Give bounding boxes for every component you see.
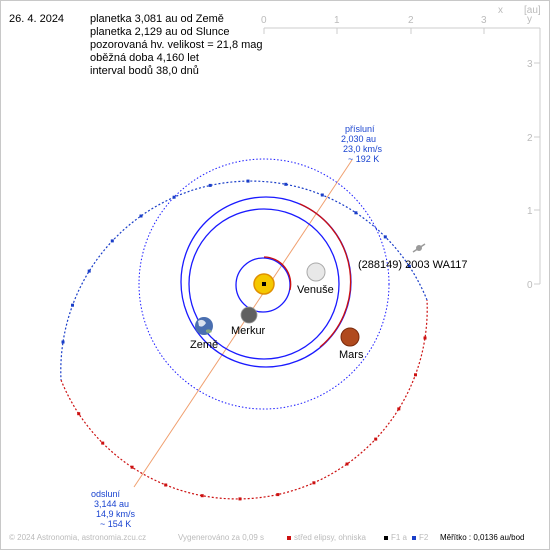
asteroid-position-dot [200, 494, 204, 498]
asteroid-position-dot [320, 193, 324, 197]
x-axis-letter: x [498, 5, 503, 16]
aphelion-temperature: ~ 154 K [100, 519, 131, 529]
asteroid-position-dot [312, 481, 316, 485]
info-line-period: oběžná doba 4,160 let [90, 52, 199, 64]
asteroid-position-dot [354, 211, 358, 215]
y-tick-label: 3 [527, 59, 533, 70]
perihelion-speed: 23,0 km/s [343, 144, 383, 154]
mercury-label: Merkur [231, 325, 266, 337]
earth-icon [195, 317, 213, 335]
asteroid-position-dot [101, 441, 105, 445]
y-tick-label: 2 [527, 133, 533, 144]
mercury-orbit [235, 257, 291, 313]
scale-label: Měřítko : 0,0136 au/bod [440, 533, 525, 542]
aphelion-distance: 3,144 au [94, 499, 129, 509]
asteroid-position-dots [61, 179, 427, 501]
earth-label: Země [190, 339, 218, 351]
asteroid-position-dot [383, 235, 387, 239]
asteroid-position-dot [172, 195, 176, 199]
y-tick-label: 0 [527, 280, 533, 291]
asteroid-position-dot [139, 214, 143, 218]
x-tick-label: 1 [334, 15, 340, 26]
legend-center-marker [287, 536, 291, 540]
venus-label: Venuše [297, 284, 334, 296]
sun-focus-marker [262, 282, 266, 286]
asteroid-position-dot [276, 493, 280, 497]
asteroid-position-dot [284, 182, 288, 186]
asteroid-position-dot [374, 437, 378, 441]
asteroid-position-dot [397, 407, 401, 411]
asteroid-marker [412, 243, 426, 253]
asteroid-position-dot [87, 269, 91, 273]
asteroid-position-dot [238, 497, 242, 501]
axis-unit-label: [au] [524, 5, 541, 16]
asteroid-position-dot [110, 239, 114, 243]
generated-time: Vygenerováno za 0,09 s [178, 533, 264, 542]
copyright-link[interactable]: © 2024 Astronomia, astronomia.zcu.cz [9, 533, 147, 542]
legend-f2-label: F2 [419, 533, 429, 542]
perihelion-title: přísluní [345, 124, 375, 134]
aphelion-speed: 14,9 km/s [96, 509, 136, 519]
legend-f2-marker [412, 536, 416, 540]
asteroid-position-dot [345, 462, 349, 466]
x-tick-label: 0 [261, 15, 267, 26]
mars-orbit-south-part [299, 203, 352, 348]
info-line-sun-distance: planetka 2,129 au od Slunce [90, 26, 230, 38]
mars-icon [340, 327, 360, 347]
asteroid-position-dot [77, 412, 81, 416]
asteroid-label: (288149) 2003 WA117 [358, 259, 467, 271]
asteroid-position-dot [208, 183, 212, 187]
apsides-line [133, 159, 353, 488]
y-axis-letter: y [527, 14, 532, 25]
info-line-earth-distance: planetka 3,081 au od Země [90, 13, 224, 25]
asteroid-position-dot [423, 336, 427, 340]
legend-f1-marker [384, 536, 388, 540]
x-tick-label: 3 [481, 15, 487, 26]
asteroid-position-dot [71, 303, 74, 307]
y-tick-label: 1 [527, 206, 533, 217]
info-line-magnitude: pozorovaná hv. velikost = 21,8 mag [90, 39, 263, 51]
date-label: 26. 4. 2024 [9, 13, 65, 25]
mars-label: Mars [339, 349, 364, 361]
asteroid-orbit-north-part [60, 180, 428, 381]
asteroid-position-dot [130, 465, 134, 469]
asteroid-position-dot [414, 373, 417, 377]
asteroid-position-dot [407, 264, 411, 268]
aphelion-title: odsluní [91, 489, 121, 499]
mercury-icon [240, 306, 258, 324]
legend-f1-label: F1 a [391, 533, 408, 542]
legend-center-label: střed elipsy, ohniska [294, 533, 366, 542]
perihelion-distance: 2,030 au [341, 134, 376, 144]
earth-orbit [138, 158, 390, 410]
perihelion-temperature: ~ 192 K [348, 154, 379, 164]
asteroid-position-dot [61, 340, 65, 344]
venus-orbit [188, 208, 340, 360]
axes [263, 27, 541, 285]
info-line-interval: interval bodů 38,0 dnů [90, 65, 199, 77]
asteroid-orbit-south-part [60, 299, 428, 500]
asteroid-position-dot [164, 483, 168, 487]
mercury-orbit-south-part [263, 256, 292, 291]
venus-icon [306, 262, 326, 282]
asteroid-position-dot [246, 179, 250, 183]
x-tick-label: 2 [408, 15, 414, 26]
